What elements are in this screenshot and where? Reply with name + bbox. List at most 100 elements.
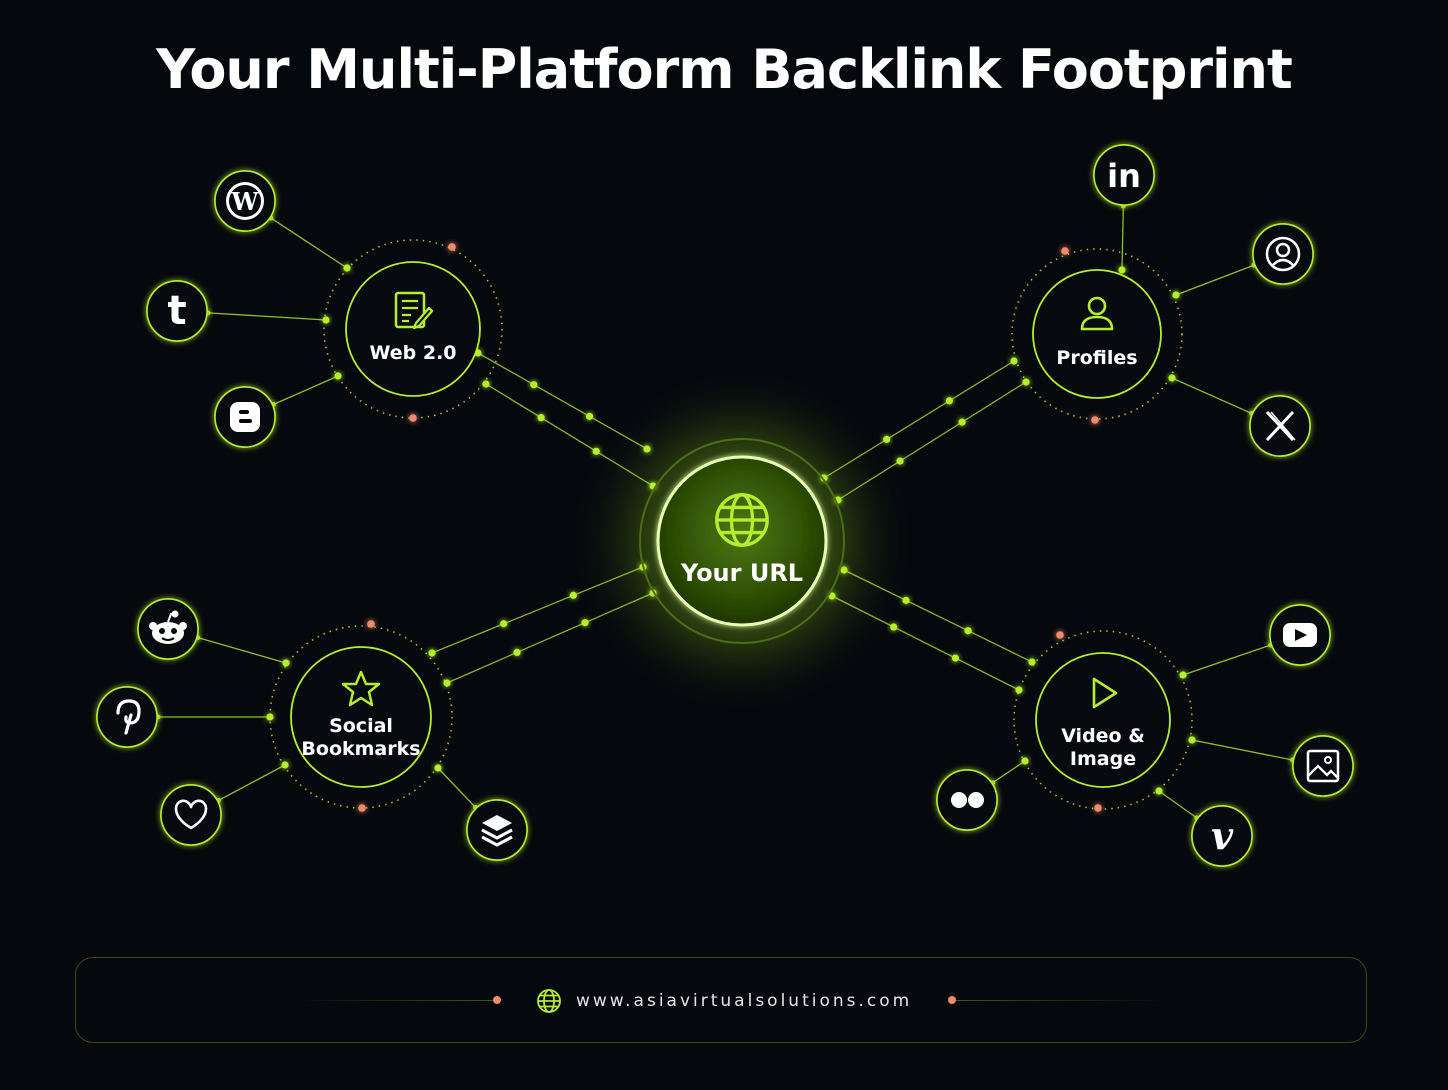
connector-dot — [343, 264, 351, 272]
connection-dot — [958, 418, 966, 426]
connection-line-social-bookmarks — [431, 566, 644, 654]
svg-text:v: v — [1211, 813, 1234, 858]
hub-video-image[interactable]: Video &Image — [1013, 630, 1193, 812]
platform-connector — [1121, 205, 1124, 271]
svg-text:t: t — [167, 288, 186, 334]
connection-line-profiles — [823, 360, 1015, 479]
connection-line-video-image — [843, 569, 1033, 663]
platform-node-image[interactable] — [1292, 735, 1354, 797]
connection-dot — [902, 596, 910, 604]
connection-dot — [828, 592, 836, 600]
footer-dot-right — [948, 996, 956, 1004]
connection-dot — [890, 623, 898, 631]
connection-dot — [537, 414, 545, 422]
connector-dot — [1155, 787, 1163, 795]
hub-ring — [269, 625, 453, 809]
hub-label: Video & — [1061, 725, 1145, 747]
hub-circle — [345, 261, 481, 397]
user-circle-icon — [1265, 236, 1301, 272]
platform-connector — [207, 312, 327, 321]
connector-dot — [266, 713, 274, 721]
connection-line-profiles — [837, 381, 1027, 501]
footer-dot-left — [493, 996, 501, 1004]
svg-text:in: in — [1107, 157, 1141, 195]
hub-ring — [1013, 630, 1193, 810]
globe-icon — [537, 989, 561, 1013]
connection-dot — [643, 445, 651, 453]
platform-connector — [1175, 264, 1255, 296]
connector-dot — [1021, 757, 1029, 765]
connector-dot — [334, 372, 342, 380]
platform-node-pinterest[interactable] — [96, 686, 158, 748]
connector-dot — [322, 316, 330, 324]
connection-dot — [1022, 378, 1030, 386]
accent-dot — [1091, 416, 1099, 424]
footer-url-group[interactable]: www.asiavirtualsolutions.com — [536, 986, 912, 1016]
tumblr-icon: t — [167, 288, 186, 334]
footer-divider-left — [296, 1000, 496, 1001]
connection-dot — [428, 649, 436, 657]
platform-node-youtube[interactable] — [1269, 604, 1331, 666]
footer-bar: www.asiavirtualsolutions.com — [75, 957, 1367, 1043]
connection-dot — [513, 648, 521, 657]
connection-dot — [951, 654, 960, 662]
connection-line-web20 — [485, 383, 654, 487]
platform-node-heart[interactable] — [160, 784, 222, 846]
page-title: Your Multi-Platform Backlink Footprint — [156, 38, 1293, 101]
image-icon — [1306, 749, 1340, 783]
platform-node-flickr[interactable] — [936, 769, 998, 831]
edit-document-icon — [394, 291, 434, 330]
connection-dot — [896, 457, 904, 465]
pinterest-icon — [116, 699, 141, 735]
youtube-icon — [1283, 623, 1317, 647]
connection-dot — [592, 447, 600, 455]
hub-label: Bookmarks — [301, 738, 420, 760]
accent-dot — [1056, 631, 1064, 639]
hub-label: Web 2.0 — [369, 342, 456, 364]
hub-label: Social — [329, 715, 393, 737]
hub-profiles[interactable]: Profiles — [1011, 247, 1183, 424]
connection-dot — [569, 591, 577, 599]
connector-dot — [434, 764, 442, 772]
connector-dot — [1118, 266, 1126, 274]
heart-icon — [174, 799, 208, 830]
platform-node-user-circle[interactable] — [1252, 223, 1314, 285]
hub-ring — [323, 239, 503, 419]
center-node[interactable]: Your URL — [639, 438, 845, 644]
connection-dot — [840, 566, 848, 574]
platform-node-vimeo[interactable]: v — [1191, 805, 1253, 867]
user-icon — [1080, 296, 1114, 331]
x-icon — [1265, 410, 1296, 442]
platform-connector — [1158, 790, 1198, 819]
connection-dot — [945, 397, 954, 405]
accent-dot — [409, 414, 417, 422]
connection-dot — [500, 620, 508, 628]
hub-web20[interactable]: Web 2.0 — [323, 239, 503, 422]
platform-node-reddit[interactable] — [137, 598, 199, 660]
platform-node-tumblr[interactable]: t — [146, 280, 208, 342]
hub-circle — [290, 646, 432, 788]
accent-dot — [1061, 247, 1069, 255]
platform-node-layers[interactable] — [466, 799, 528, 861]
hub-circle — [1035, 652, 1171, 788]
platform-node-blogger[interactable] — [214, 386, 276, 448]
platform-connector — [270, 217, 348, 269]
connector-dot — [1188, 736, 1196, 744]
hub-ring — [1011, 248, 1183, 420]
platform-node-linkedin[interactable]: in — [1093, 144, 1155, 206]
platform-node-x[interactable] — [1249, 395, 1311, 457]
accent-dot — [448, 243, 456, 251]
footer-url-text[interactable]: www.asiavirtualsolutions.com — [576, 991, 913, 1011]
center-label: Your URL — [680, 559, 803, 587]
flickr-icon — [951, 792, 984, 808]
reddit-icon — [149, 610, 187, 644]
platform-connector — [218, 764, 286, 802]
blogger-icon — [230, 402, 260, 432]
connection-dot — [1010, 357, 1018, 365]
wordpress-icon: W — [226, 182, 264, 220]
platform-node-wordpress[interactable]: W — [214, 170, 276, 232]
hub-label: Profiles — [1056, 347, 1137, 369]
connection-dot — [964, 627, 972, 635]
